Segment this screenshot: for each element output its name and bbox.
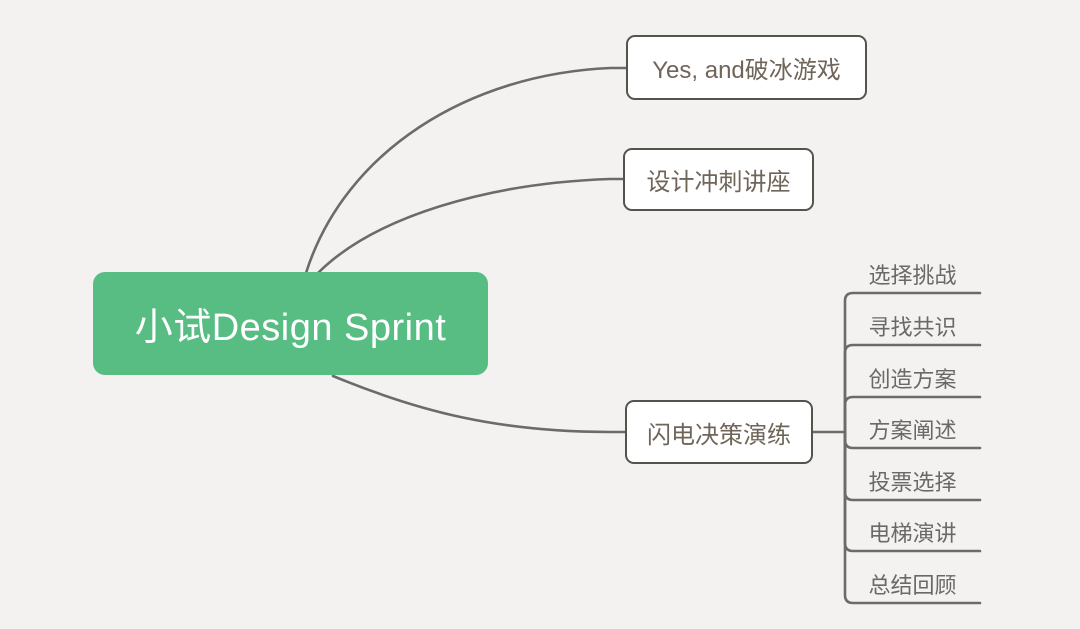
subtopic-present-solutions[interactable]: 方案阐述 (845, 417, 980, 445)
subtopic-line-7 (843, 430, 982, 605)
subtopic-line-1 (843, 291, 982, 434)
topic-design-sprint-lecture[interactable]: 设计冲刺讲座 (623, 148, 814, 211)
branch-line-root-to-topic3 (331, 374, 629, 434)
subtopic-line-2 (843, 343, 982, 434)
root-topic-label: 小试Design Sprint (134, 307, 447, 349)
branch-line-root-to-topic2 (316, 177, 628, 275)
subtopic-wrap-up-review[interactable]: 总结回顾 (845, 572, 980, 600)
branch-line-root-to-topic1 (304, 66, 632, 275)
topic-label: 设计冲刺讲座 (646, 169, 791, 196)
subtopic-label: 总结回顾 (868, 573, 957, 598)
subtopic-label: 方案阐述 (868, 418, 957, 443)
topic-label: Yes, and破冰游戏 (652, 57, 841, 84)
subtopic-label: 寻找共识 (868, 315, 957, 340)
topic-label: 闪电决策演练 (647, 421, 791, 449)
subtopic-create-solutions[interactable]: 创造方案 (845, 366, 980, 394)
subtopic-choose-challenge[interactable]: 选择挑战 (845, 262, 980, 290)
subtopic-label: 投票选择 (868, 470, 957, 495)
subtopic-line-3 (843, 395, 982, 434)
subtopic-find-consensus[interactable]: 寻找共识 (845, 314, 980, 342)
subtopic-label: 选择挑战 (868, 263, 957, 288)
subtopic-elevator-pitch[interactable]: 电梯演讲 (845, 520, 980, 548)
topic-yes-and-icebreaker[interactable]: Yes, and破冰游戏 (626, 35, 867, 100)
subtopic-label: 电梯演讲 (868, 521, 957, 546)
root-topic[interactable]: 小试Design Sprint (93, 272, 488, 375)
topic-lightning-decision-jam[interactable]: 闪电决策演练 (625, 400, 813, 464)
subtopic-vote-select[interactable]: 投票选择 (845, 469, 980, 497)
subtopic-label: 创造方案 (868, 367, 957, 392)
